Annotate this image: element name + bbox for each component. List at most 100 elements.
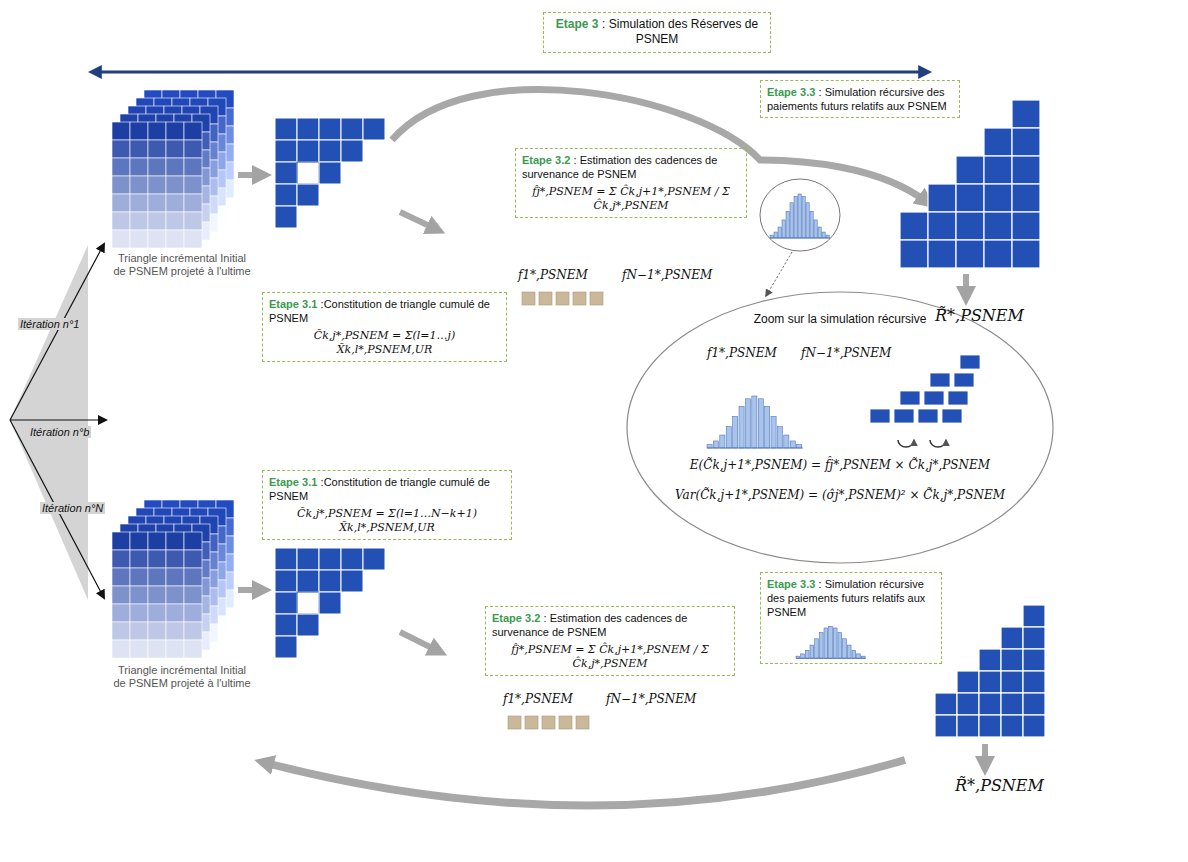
stack-cell: [166, 568, 184, 586]
stack-cell: [148, 568, 166, 586]
distribution-bar: [857, 654, 861, 658]
stack-cell: [112, 176, 130, 194]
triangle-cell: [319, 140, 341, 162]
staircase-cell: [900, 240, 928, 268]
distribution-bar: [794, 196, 797, 238]
stack-cell: [130, 230, 148, 248]
cumulative-triangle: [275, 118, 385, 228]
stack-cell: [112, 140, 130, 158]
staircase-cell: [956, 156, 984, 184]
illustration-caption: Triangle incrémental Initial de PSNEM pr…: [112, 664, 252, 690]
step-formula: C̃k,j*,PSNEM = Σ(l=1…N−k+1) X̃k,l*,PSNEM…: [269, 507, 505, 535]
factor-square: [508, 716, 521, 729]
recursive-cell: [894, 409, 914, 423]
distribution-bar: [774, 232, 777, 238]
iteration-label: Itération n°b: [28, 426, 91, 438]
factor-label: fN−1*,PSNEM: [622, 268, 712, 282]
reserve-label: R̃*,PSNEM: [935, 306, 1024, 325]
distribution-bar: [805, 650, 809, 658]
distribution-bar: [778, 227, 781, 238]
factor-square: [542, 716, 555, 729]
span-arrow: [92, 71, 928, 74]
step-box: Etape 3.2: Estimation des cadences de su…: [515, 148, 747, 218]
distribution-bar: [815, 639, 819, 658]
recursive-cell: [942, 409, 962, 423]
down-arrow: [963, 274, 969, 298]
staircase-cell: [1023, 715, 1045, 737]
triangle-cell: [275, 548, 297, 570]
step-box: Etape 3.1:Constitution de triangle cumul…: [262, 292, 507, 362]
projected-triangle-stack: [112, 500, 234, 658]
distribution-axis: [707, 448, 803, 449]
triangle-cell: [319, 162, 341, 184]
factor-row: [522, 292, 603, 305]
step-arrow: [238, 587, 264, 593]
distribution-bar: [819, 633, 823, 659]
staircase-cell: [984, 212, 1012, 240]
distribution-bar: [801, 654, 805, 658]
reserve-staircase: [900, 100, 1040, 268]
distribution-bar: [852, 650, 856, 658]
distribution-bar: [739, 406, 744, 448]
distribution-bar: [797, 445, 802, 448]
stack-cell: [166, 212, 184, 230]
distribution-bar: [843, 639, 847, 658]
staircase-cell: [935, 715, 957, 737]
triangle-cell: [275, 570, 297, 592]
iteration-label: Itération n°N: [40, 502, 105, 514]
staircase-cell: [1001, 627, 1023, 649]
staircase-cell: [1023, 693, 1045, 715]
zoom-ellipse-line: [627, 292, 1053, 563]
formula-text: E(C̃k,j+1*,PSNEM) = f̂j*,PSNEM × C̃k,j*,…: [625, 458, 1055, 472]
triangle-cell: [275, 184, 297, 206]
distribution-bar: [707, 445, 712, 448]
stack-cell: [148, 604, 166, 622]
recursive-cell: [930, 373, 950, 387]
triangle-cell: [341, 140, 363, 162]
recursive-cell: [870, 409, 890, 423]
staircase-cell: [1001, 671, 1023, 693]
stack-cell: [148, 550, 166, 568]
step-heading: Etape 3.3: [767, 86, 815, 98]
staircase-cell: [928, 240, 956, 268]
recursive-cell: [948, 391, 968, 405]
iteration-label: Itération n°1: [18, 318, 81, 330]
stack-cell: [166, 176, 184, 194]
stack-cell: [148, 230, 166, 248]
stack-cell: [130, 622, 148, 640]
stage-title-box: Etape 3: Simulation des Réserves de PSNE…: [543, 12, 771, 53]
recursive-cell: [924, 391, 944, 405]
distribution-icon: [707, 396, 803, 448]
step-box: Etape 3.3: Simulation récursive des paie…: [760, 80, 960, 118]
stack-cell: [112, 640, 130, 658]
stack-cell: [184, 158, 202, 176]
triangle-cell: [275, 614, 297, 636]
zoom-outline: [625, 290, 1055, 565]
staircase-cell: [1012, 100, 1040, 128]
triangle-cell: [297, 592, 319, 614]
staircase-cell: [956, 184, 984, 212]
distribution-bar: [790, 441, 795, 448]
distribution-bar: [758, 399, 763, 448]
factor-square: [556, 292, 569, 305]
staircase-cell: [984, 184, 1012, 212]
factor-square: [576, 716, 589, 729]
stack-cell: [184, 122, 202, 140]
distribution-bar: [745, 399, 750, 448]
stack-cell: [184, 194, 202, 212]
stack-cell: [130, 604, 148, 622]
stack-cell: [184, 568, 202, 586]
formula-text: fN−1*,PSNEM: [801, 346, 891, 360]
triangle-cell: [275, 206, 297, 228]
stack-cell: [166, 586, 184, 604]
step-box: Etape 3.1:Constitution de triangle cumul…: [262, 470, 512, 540]
staircase-cell: [900, 212, 928, 240]
staircase-cell: [984, 156, 1012, 184]
triangle-cell: [319, 570, 341, 592]
staircase-cell: [957, 671, 979, 693]
stack-cell: [130, 158, 148, 176]
staircase-cell: [1001, 715, 1023, 737]
stack-cell: [166, 604, 184, 622]
recursion-arrow: [898, 440, 914, 447]
staircase-cell: [1023, 605, 1045, 627]
